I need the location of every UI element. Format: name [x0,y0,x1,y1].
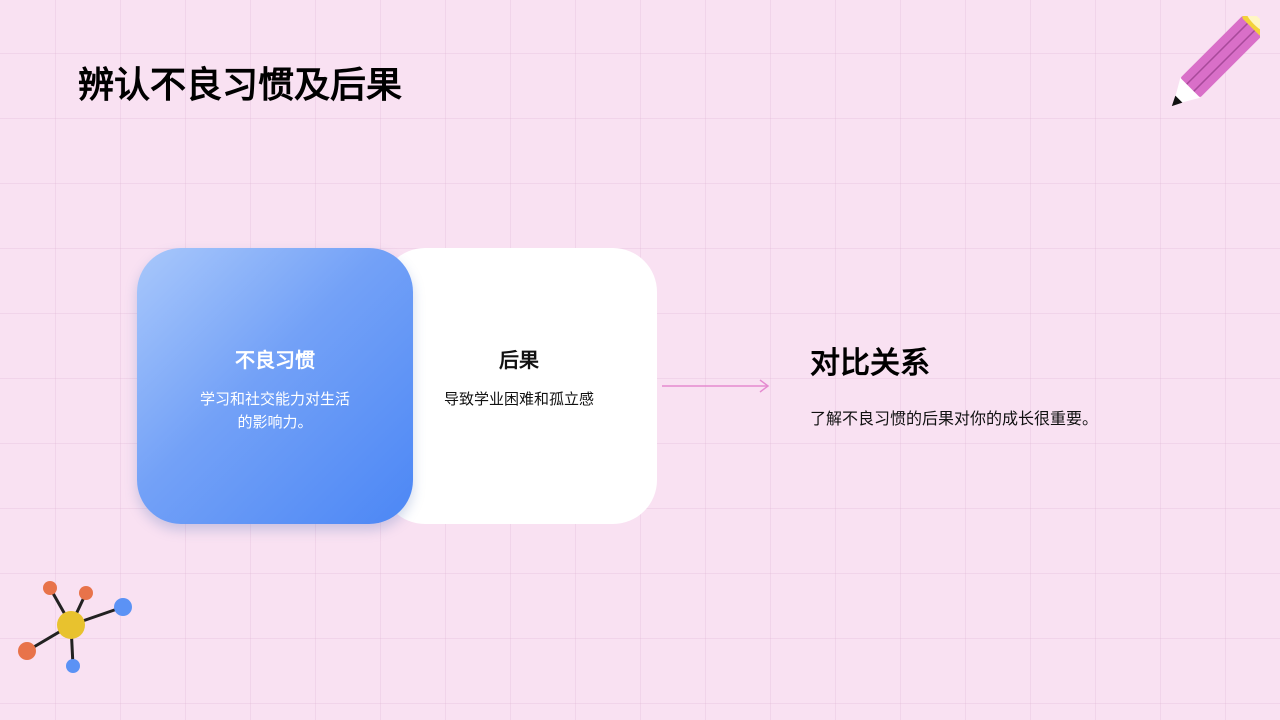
habit-card: 不良习惯 学习和社交能力对生活的影响力。 [137,248,413,524]
molecule-atom [43,581,57,595]
consequence-card-heading: 后果 [381,344,657,373]
consequence-card: 后果 导致学业困难和孤立感 [381,248,657,524]
molecule-atom [114,598,132,616]
arrow-right-icon [660,378,772,394]
molecule-atom [66,659,80,673]
molecule-icon [10,574,140,684]
pencil-icon [1160,16,1260,120]
molecule-center-atom [57,611,85,639]
page-title: 辨认不良习惯及后果 [78,56,402,108]
habit-card-text: 学习和社交能力对生活的影响力。 [200,388,350,434]
consequence-card-text: 导致学业困难和孤立感 [444,388,594,411]
habit-card-heading: 不良习惯 [137,344,413,373]
relation-heading: 对比关系 [810,338,930,382]
relation-text: 了解不良习惯的后果对你的成长很重要。 [810,405,1098,429]
molecule-atom [79,586,93,600]
molecule-atom [18,642,36,660]
